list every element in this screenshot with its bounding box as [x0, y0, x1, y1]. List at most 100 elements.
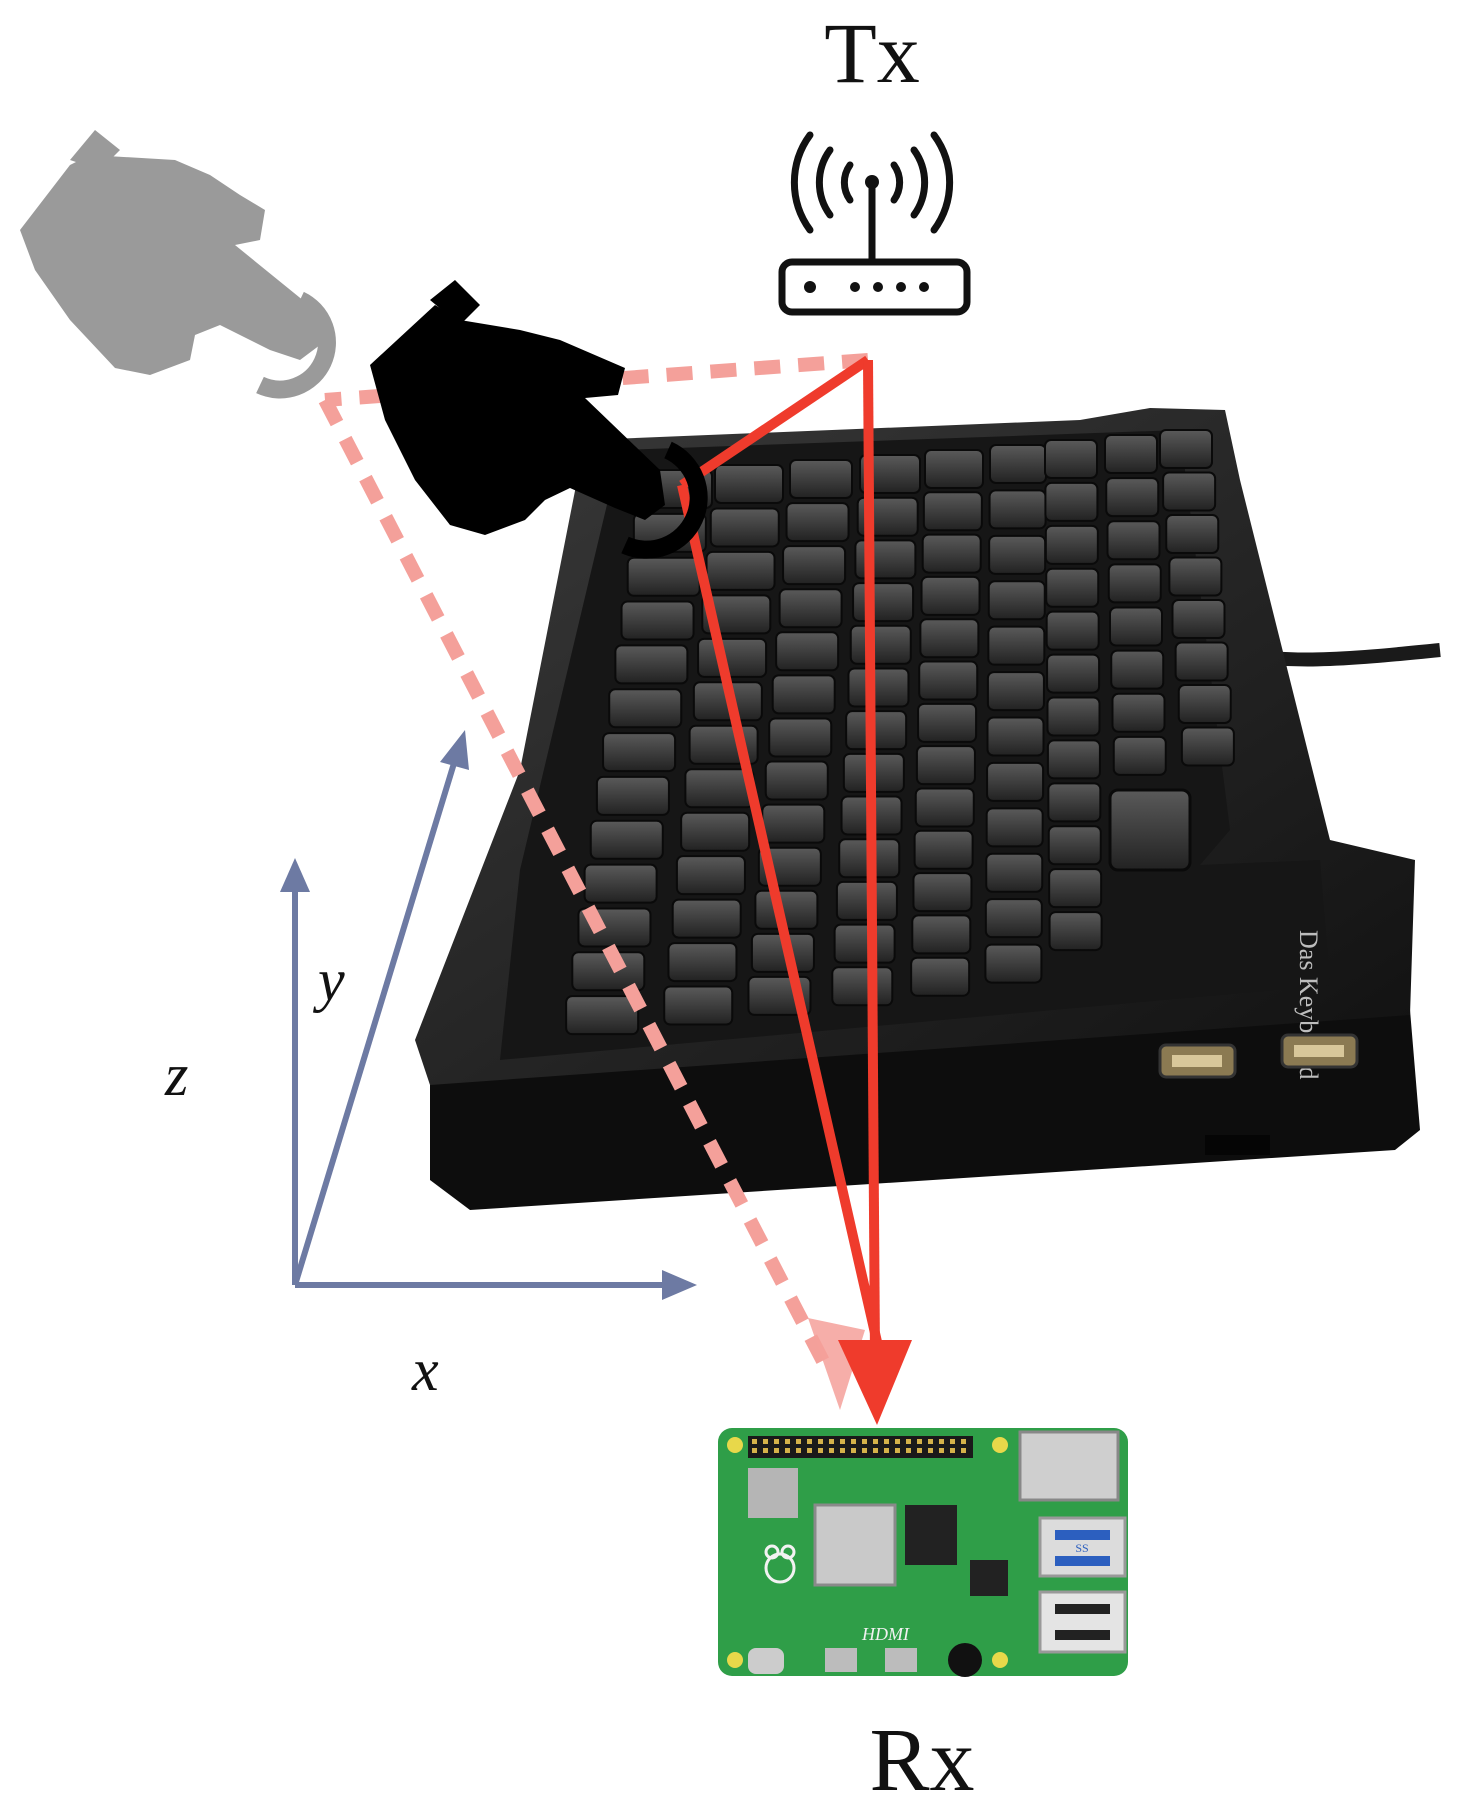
gpio-pin: [796, 1448, 801, 1453]
keycap: [1048, 911, 1103, 952]
usb3-label: SS: [1075, 1541, 1088, 1555]
keycap: [1107, 563, 1162, 604]
keycap: [771, 674, 836, 715]
coordinate-axes: [280, 730, 697, 1300]
usb-controller-chip: [970, 1560, 1008, 1596]
keycap: [1112, 735, 1167, 776]
axis-z-arrowhead: [280, 858, 310, 892]
keycap: [917, 702, 978, 743]
keycap: [914, 787, 975, 828]
keycap: [608, 688, 683, 729]
keycap: [859, 454, 921, 494]
keycap: [988, 489, 1047, 530]
numpad-enter-key: [1108, 788, 1192, 872]
wifi-module: [748, 1468, 798, 1518]
gpio-pin: [807, 1439, 812, 1444]
keycap: [1048, 868, 1103, 909]
keycap: [709, 507, 780, 548]
micro-hdmi-port: [885, 1648, 917, 1672]
usb-port: [1280, 1033, 1359, 1069]
keycap: [1044, 524, 1099, 565]
gpio-pin: [785, 1448, 790, 1453]
axis-y-arrowhead: [440, 730, 469, 770]
gpio-pin: [873, 1439, 878, 1444]
keycap: [913, 829, 974, 870]
keycap: [920, 575, 981, 616]
keycap: [919, 618, 980, 659]
keycap: [912, 872, 973, 913]
gpio-pin: [829, 1439, 834, 1444]
signal-arrowhead: [838, 1340, 912, 1425]
keyboard: Das Keyboard: [415, 408, 1441, 1210]
gpio-pin: [895, 1448, 900, 1453]
keycap: [1044, 439, 1098, 479]
raspberry-pi-board: SS HDMI: [718, 1428, 1128, 1677]
audio-jack: [948, 1643, 982, 1677]
keycap: [778, 588, 843, 629]
gpio-pin: [873, 1448, 878, 1453]
keycap: [833, 923, 896, 964]
gpio-pin: [917, 1448, 922, 1453]
gpio-pin: [950, 1439, 955, 1444]
gpio-pin: [928, 1439, 933, 1444]
keycap: [1044, 481, 1099, 522]
keycap: [986, 671, 1045, 712]
axis-y-label: y: [312, 947, 345, 1013]
keycap: [789, 459, 853, 499]
gpio-pin: [895, 1439, 900, 1444]
keycap: [675, 855, 746, 896]
gpio-pin: [906, 1439, 911, 1444]
keycap: [589, 819, 664, 860]
keycap: [595, 775, 670, 816]
keyboard-foot: [1205, 1135, 1270, 1155]
rx-label: Rx: [869, 1711, 974, 1810]
keycap: [614, 644, 689, 685]
keycap: [849, 624, 912, 665]
gpio-pin: [884, 1448, 889, 1453]
keycap: [1046, 739, 1101, 780]
gpio-pin: [862, 1448, 867, 1453]
keycap: [924, 449, 984, 489]
keycap: [987, 625, 1046, 666]
gpio-pin: [818, 1448, 823, 1453]
gpio-pin: [829, 1448, 834, 1453]
gpio-pin: [840, 1448, 845, 1453]
gpio-pin: [796, 1439, 801, 1444]
gpio-pin: [763, 1439, 768, 1444]
keycap: [1047, 825, 1102, 866]
gpio-pin: [928, 1448, 933, 1453]
keycap: [910, 956, 971, 997]
gpio-header: [748, 1436, 973, 1458]
keycap: [782, 545, 847, 586]
keycap: [915, 745, 976, 786]
gpio-pins: [752, 1439, 966, 1453]
usb-c-port: [748, 1648, 784, 1674]
micro-hdmi-port: [825, 1648, 857, 1672]
axis-x-arrowhead: [662, 1270, 697, 1300]
axis-y-line: [292, 759, 458, 1286]
keycap: [671, 898, 742, 939]
gpio-pin: [774, 1448, 779, 1453]
keycap: [1162, 471, 1217, 512]
gpio-pin: [939, 1439, 944, 1444]
keycap: [701, 594, 772, 635]
keycap: [785, 502, 850, 543]
tx-label: Tx: [824, 5, 920, 101]
keycap: [1180, 726, 1235, 767]
finger-current-icon: [370, 280, 708, 559]
gpio-pin: [862, 1439, 867, 1444]
keycap: [1046, 653, 1101, 694]
keycap: [663, 985, 734, 1026]
gpio-pin: [818, 1439, 823, 1444]
gpio-pin: [917, 1439, 922, 1444]
keycap: [1168, 556, 1223, 597]
raspberry-logo: [764, 1544, 796, 1584]
wifi-router-icon: [778, 131, 971, 316]
keycap: [1106, 520, 1161, 561]
keycap: [626, 556, 701, 597]
keycap: [1109, 606, 1163, 647]
gpio-pin: [752, 1439, 757, 1444]
gpio-pin: [906, 1448, 911, 1453]
keycap: [697, 637, 768, 678]
axis-z-label: z: [164, 1042, 188, 1108]
